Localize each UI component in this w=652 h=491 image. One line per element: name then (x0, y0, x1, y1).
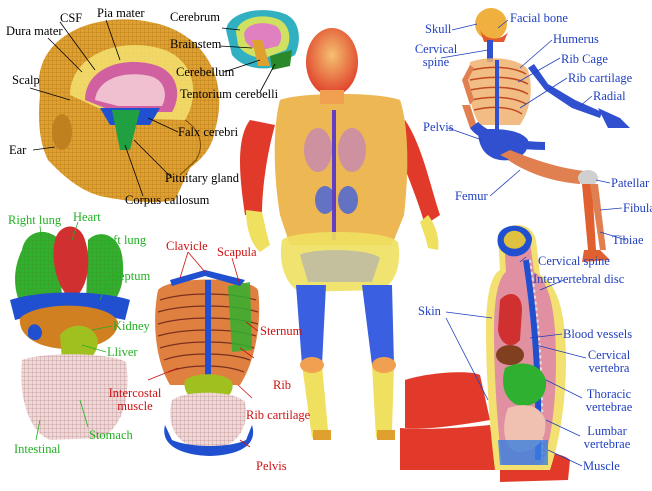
label-tentorium-cerebelli: Tentorium cerebelli (180, 88, 278, 101)
label-muscle: Muscle (583, 460, 620, 473)
label-humerus: Humerus (553, 33, 599, 46)
label-thoracic-vertebrae-line2: vertebrae (578, 401, 640, 414)
label-radial: Radial (593, 90, 626, 103)
label-pituitary-gland: Pituitary gland (165, 172, 239, 185)
label-skull: Skull (425, 23, 451, 36)
label-pelvis-skeleton: Pelvis (423, 121, 454, 134)
label-lumbar-vertebrae: Lumbar vertebrae (576, 425, 638, 451)
label-tibiae: Tibiae (612, 234, 644, 247)
label-cervical-spine-section: Cervical spine (538, 255, 610, 268)
label-lliver: Lliver (107, 346, 138, 359)
label-falx-cerebri: Falx cerebri (178, 126, 238, 139)
label-rib: Rib (273, 379, 291, 392)
label-csf: CSF (60, 12, 82, 25)
label-septum: Septum (112, 270, 150, 283)
label-cerebrum: Cerebrum (170, 11, 220, 24)
label-clavicle: Clavicle (166, 240, 208, 253)
label-patellar: Patellar (611, 177, 649, 190)
label-rib-cartilage-skeleton: Rib cartilage (568, 72, 632, 85)
label-thoracic-vertebrae: Thoracic vertebrae (578, 388, 640, 414)
label-sternum: Sternum (260, 325, 302, 338)
label-ear: Ear (9, 144, 26, 157)
label-rib-cage: Rib Cage (561, 53, 608, 66)
label-blood-vessels: Blood vessels (563, 328, 632, 341)
label-stomach: Stomach (89, 429, 133, 442)
label-cerebellum: Cerebellum (176, 66, 234, 79)
label-heart: Heart (73, 211, 101, 224)
label-femur: Femur (455, 190, 488, 203)
label-pia-mater: Pia mater (97, 7, 145, 20)
skeleton-model (462, 8, 630, 262)
label-intervertebral-disc: Intervertebral disc (533, 273, 624, 286)
label-intercostal-line2: muscle (104, 400, 166, 413)
label-cervical-spine: Cervical spine (407, 43, 465, 69)
label-scapula: Scapula (217, 246, 257, 259)
label-pelvis-thorax: Pelvis (256, 460, 287, 473)
label-intestinal: Intestinal (14, 443, 61, 456)
label-intercostal-muscle: Intercostal muscle (104, 387, 166, 413)
label-cervical-vertebra-line2: vertebra (578, 362, 640, 375)
label-cervical-vertebra: Cervical vertebra (578, 349, 640, 375)
label-fibula: Fibula (623, 202, 652, 215)
label-lumbar-vertebrae-line2: vertebrae (576, 438, 638, 451)
label-corpus-callosum: Corpus callosum (125, 194, 209, 207)
label-right-lung: Right lung (8, 214, 61, 227)
thorax-model (155, 270, 259, 456)
label-cervical-spine-line2: spine (407, 56, 465, 69)
label-facial-bone: Facial bone (510, 12, 568, 25)
label-kidney: Kidney (113, 320, 150, 333)
label-dura-mater: Dura mater (6, 25, 63, 38)
label-scalp: Scalp (12, 74, 40, 87)
label-skin: Skin (418, 305, 441, 318)
brain-inset-model (226, 10, 299, 70)
label-brainstem: Brainstem (170, 38, 221, 51)
label-rib-cartilage-thorax: Rib cartilage (246, 409, 310, 422)
label-left-lung: Left lung (100, 234, 146, 247)
